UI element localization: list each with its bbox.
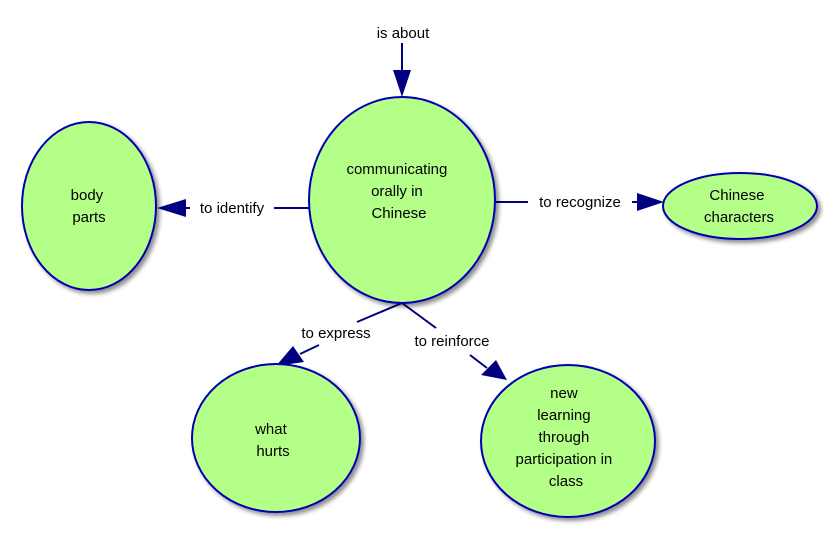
node-center[interactable]: communicating orally in Chinese	[308, 96, 496, 304]
link-label-to-express[interactable]: to express	[301, 325, 370, 342]
node-new-learning[interactable]: new learning through participation in cl…	[480, 364, 656, 518]
node-chinese-characters-line-2: characters	[704, 209, 774, 226]
link-label-to-reinforce[interactable]: to reinforce	[414, 333, 489, 350]
node-new-learning-line-4: participation in	[516, 451, 613, 468]
node-what-hurts-line-2: hurts	[256, 443, 289, 460]
nodes-layer: communicating orally in Chinese body par…	[21, 96, 818, 518]
link-line-to-reinforce-b	[469, 354, 488, 369]
node-what-hurts[interactable]: what hurts	[191, 363, 361, 513]
node-new-learning-line-5: class	[549, 473, 583, 490]
node-chinese-characters-line-1: Chinese	[709, 187, 764, 204]
node-body-parts-label: body parts	[71, 187, 108, 226]
node-new-learning-line-1: new	[550, 385, 578, 402]
node-chinese-characters-label: Chinese characters	[704, 187, 774, 226]
link-line-to-express-a	[356, 302, 403, 323]
arrowhead-to-express	[276, 346, 304, 366]
node-center-line-3: Chinese	[371, 205, 426, 222]
link-label-to-identify[interactable]: to identify	[200, 200, 265, 217]
node-center-line-1: communicating	[346, 161, 447, 178]
labels-layer: is about to identify to recognize to exp…	[200, 25, 621, 350]
node-new-learning-line-2: learning	[537, 407, 590, 424]
arrowhead-to-identify	[157, 199, 186, 217]
node-body-parts-line-1: body	[71, 187, 104, 204]
link-label-to-recognize[interactable]: to recognize	[539, 194, 621, 211]
node-what-hurts-line-1: what	[254, 421, 288, 438]
node-center-line-2: orally in	[371, 183, 423, 200]
node-body-parts[interactable]: body parts	[21, 121, 157, 291]
link-line-to-reinforce-a	[401, 302, 437, 329]
node-new-learning-label: new learning through participation in cl…	[516, 385, 617, 490]
arrowhead-to-recognize	[637, 193, 664, 211]
node-chinese-characters[interactable]: Chinese characters	[662, 172, 818, 240]
link-line-to-express-b	[299, 344, 320, 355]
node-new-learning-line-3: through	[538, 429, 589, 446]
node-body-parts-line-2: parts	[72, 209, 105, 226]
arrowhead-to-reinforce	[481, 360, 507, 380]
link-label-is-about[interactable]: is about	[377, 25, 430, 42]
links-layer	[157, 43, 664, 380]
node-center-label: communicating orally in Chinese	[346, 161, 451, 222]
node-what-hurts-label: what hurts	[254, 421, 291, 460]
arrowhead-is-about	[393, 70, 411, 97]
